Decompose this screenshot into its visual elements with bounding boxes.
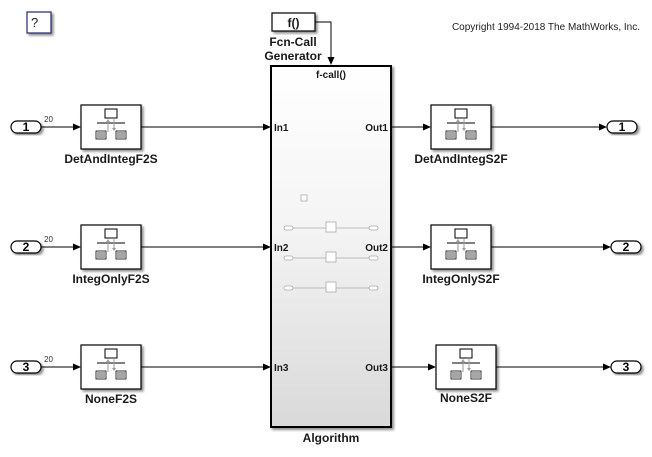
output-converter-name-3: NoneS2F	[440, 391, 492, 405]
input-converter-block-3[interactable]	[80, 344, 142, 390]
outport-number-1: 1	[619, 120, 626, 134]
help-button-label: ?	[31, 15, 38, 30]
algorithm-subsystem-block[interactable]: f-call() In1 In2 In3 Out1 Out2 Out3	[270, 65, 392, 428]
output-converter-name-1: DetAndIntegS2F	[414, 152, 507, 166]
algorithm-outport-label-1: Out1	[365, 123, 388, 134]
fcn-call-generator-block[interactable]: f()	[271, 12, 316, 32]
inport-number-3: 3	[23, 360, 30, 374]
outport-block-1[interactable]: 1	[606, 120, 638, 134]
input-converter-name-1: DetAndIntegF2S	[64, 152, 157, 166]
input-converter-name-2: IntegOnlyF2S	[72, 272, 149, 286]
algorithm-inport-label-2: In2	[274, 243, 289, 254]
help-button[interactable]: ?	[26, 11, 52, 34]
algorithm-name-label: Algorithm	[303, 431, 360, 445]
fcn-call-generator-name-line2: Generator	[264, 49, 322, 63]
algorithm-inport-label-3: In3	[274, 363, 289, 374]
inport-block-3[interactable]: 3	[10, 360, 42, 374]
outport-number-2: 2	[623, 240, 630, 254]
fcn-call-glyph: f()	[288, 16, 300, 30]
fcn-call-generator-name-line1: Fcn-Call	[269, 35, 316, 49]
algorithm-outport-label-2: Out2	[365, 243, 388, 254]
signal-width-3: 20	[44, 355, 53, 364]
output-converter-block-3[interactable]	[435, 344, 497, 390]
inport-block-1[interactable]: 1	[10, 120, 42, 134]
output-converter-block-1[interactable]	[430, 104, 492, 150]
input-converter-name-3: NoneF2S	[85, 392, 137, 406]
subsystem-thumbnail-icon	[283, 194, 379, 293]
signal-width-1: 20	[44, 115, 53, 124]
fcn-call-signal-line[interactable]	[315, 21, 335, 65]
algorithm-inport-label-1: In1	[274, 123, 289, 134]
inport-number-1: 1	[23, 120, 30, 134]
inport-block-2[interactable]: 2	[10, 240, 42, 254]
output-converter-block-2[interactable]	[430, 224, 492, 270]
input-converter-block-1[interactable]	[80, 104, 142, 150]
inport-number-2: 2	[23, 240, 30, 254]
signal-width-2: 20	[44, 235, 53, 244]
input-converter-block-2[interactable]	[80, 224, 142, 270]
trigger-port-label: f-call()	[316, 70, 346, 81]
outport-number-3: 3	[623, 360, 630, 374]
algorithm-outport-label-3: Out3	[365, 363, 388, 374]
output-converter-name-2: IntegOnlyS2F	[422, 272, 499, 286]
outport-block-3[interactable]: 3	[610, 360, 642, 374]
copyright-text: Copyright 1994-2018 The MathWorks, Inc.	[452, 22, 640, 33]
outport-block-2[interactable]: 2	[610, 240, 642, 254]
